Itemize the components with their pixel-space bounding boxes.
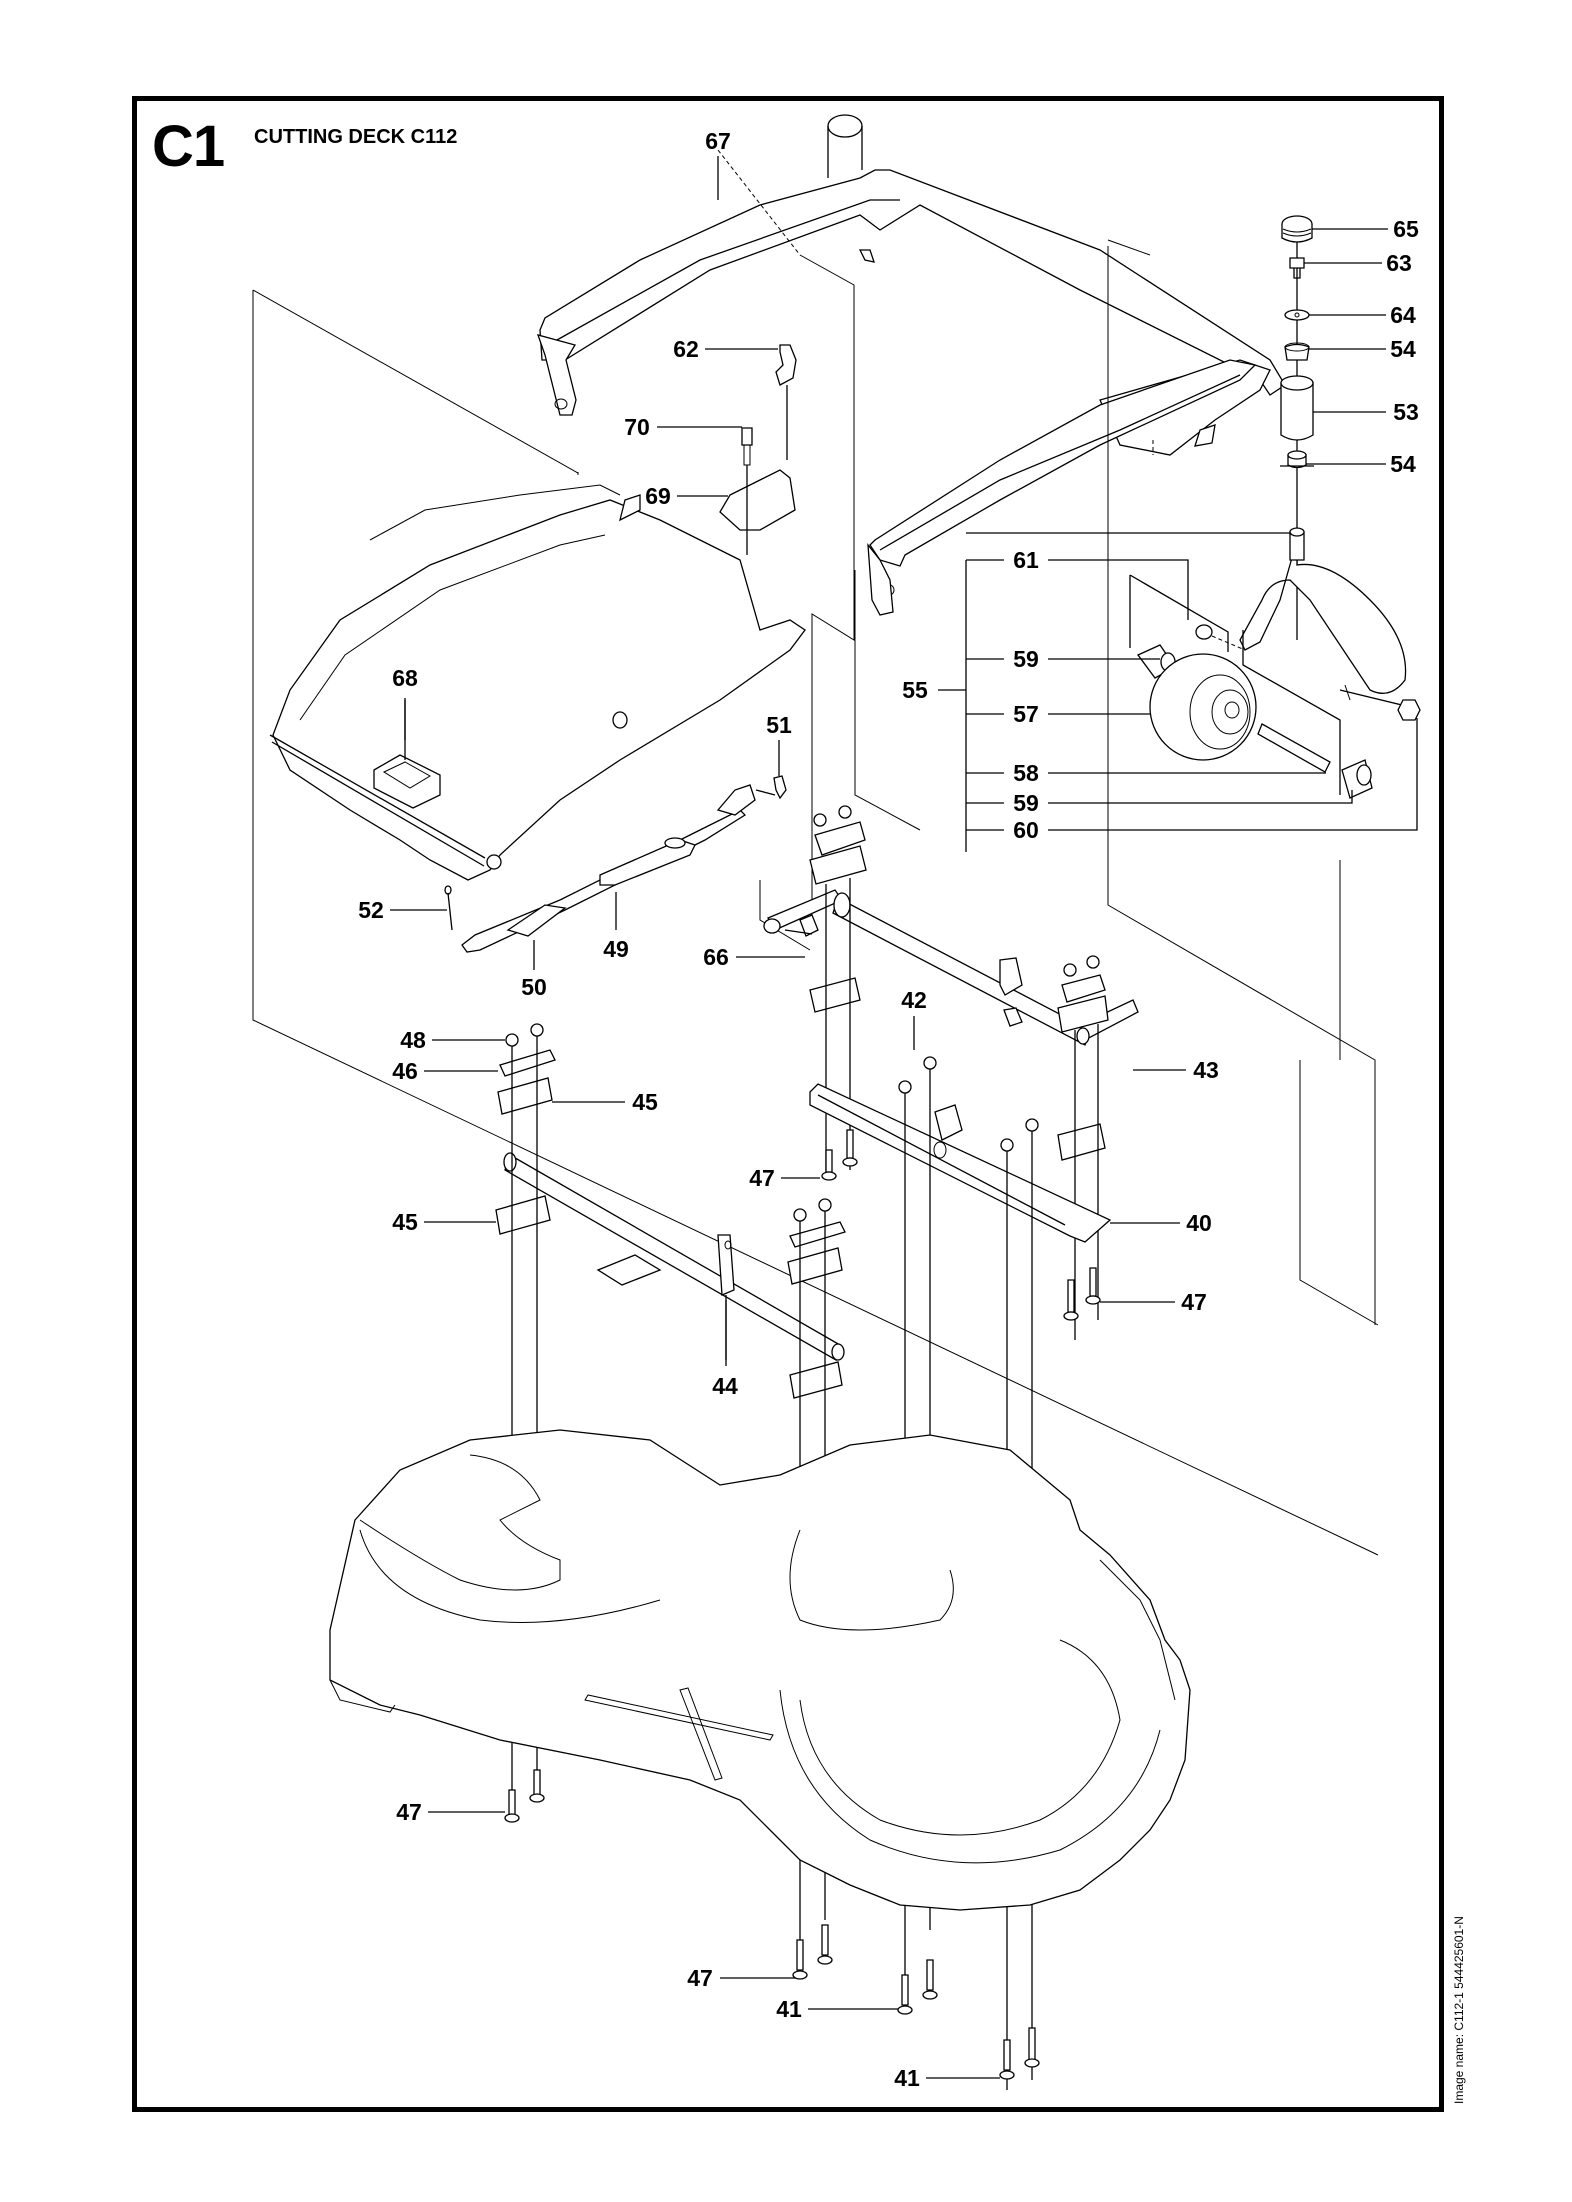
adjustment-rod <box>444 775 787 953</box>
callout-60: 60 <box>1013 817 1039 843</box>
callout-47: 47 <box>687 1965 713 1991</box>
callout-51: 51 <box>766 712 792 738</box>
callout-47: 47 <box>1181 1289 1207 1315</box>
front-pivot-assembly <box>763 805 1139 1340</box>
callout-43: 43 <box>1193 1057 1219 1083</box>
leader-lines <box>390 156 1388 2079</box>
callout-57: 57 <box>1013 701 1039 727</box>
callout-47: 47 <box>396 1799 422 1825</box>
projection-lines <box>252 149 1379 1556</box>
callout-58: 58 <box>1013 760 1039 786</box>
callout-59: 59 <box>1013 646 1039 672</box>
callout-70: 70 <box>624 414 650 440</box>
section-code: C1 <box>152 114 225 179</box>
callout-67: 67 <box>705 128 731 154</box>
diagram-title: CUTTING DECK C112 <box>254 126 458 148</box>
callout-54: 54 <box>1390 451 1416 477</box>
callout-54: 54 <box>1390 336 1416 362</box>
callout-44: 44 <box>712 1373 738 1399</box>
callout-41: 41 <box>894 2065 920 2091</box>
callout-49: 49 <box>603 936 629 962</box>
diagram-frame <box>132 96 1444 2112</box>
callout-52: 52 <box>358 897 384 923</box>
callout-63: 63 <box>1386 250 1412 276</box>
callout-48: 48 <box>400 1027 426 1053</box>
callout-68: 68 <box>392 665 418 691</box>
pivot-stack <box>1280 215 1314 640</box>
image-name-label: Image name: C112-1 544425601-N <box>1452 1916 1466 2104</box>
callout-62: 62 <box>673 336 699 362</box>
callout-59: 59 <box>1013 790 1039 816</box>
callout-46: 46 <box>392 1058 418 1084</box>
deck-bolts <box>504 1769 1040 2080</box>
callout-64: 64 <box>1390 302 1416 328</box>
callout-66: 66 <box>703 944 729 970</box>
gauge-wheel-assembly <box>938 527 1421 852</box>
callout-47: 47 <box>749 1165 775 1191</box>
callout-45: 45 <box>392 1209 418 1235</box>
callout-55: 55 <box>902 677 928 703</box>
callout-50: 50 <box>521 974 547 1000</box>
callout-69: 69 <box>645 483 671 509</box>
callout-labels: 67 65 63 64 54 53 54 62 70 69 61 59 55 5… <box>358 128 1419 2091</box>
lift-frame-68 <box>269 484 806 881</box>
mower-frame <box>536 114 1286 616</box>
callout-61: 61 <box>1013 547 1039 573</box>
callout-41: 41 <box>776 1996 802 2022</box>
front-shaft-44 <box>495 1023 846 1940</box>
callout-65: 65 <box>1393 216 1419 242</box>
callout-45: 45 <box>632 1089 658 1115</box>
bracket-69 <box>719 344 797 555</box>
callout-53: 53 <box>1393 399 1419 425</box>
callout-40: 40 <box>1186 1210 1212 1236</box>
callout-42: 42 <box>901 987 927 1013</box>
cutting-deck-shell <box>329 1429 1191 1911</box>
